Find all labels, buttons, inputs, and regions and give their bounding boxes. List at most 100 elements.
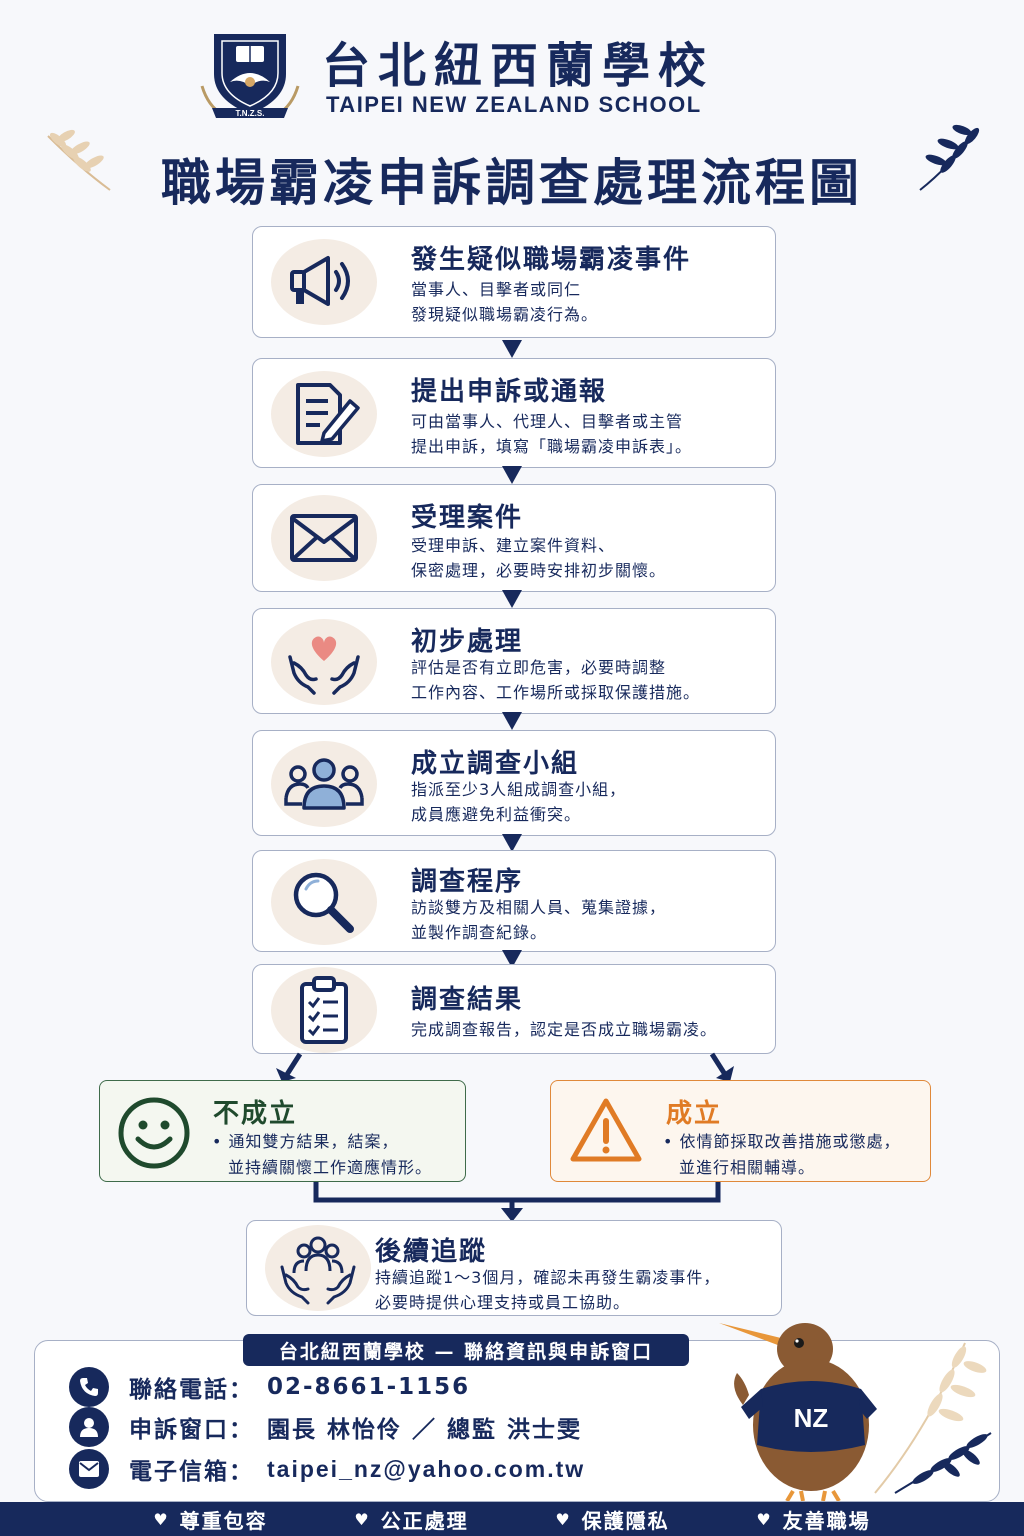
step-desc-line: 訪談雙方及相關人員、蒐集證據，: [411, 898, 667, 917]
step-desc-line: 提出申訴，填寫「職場霸凌申訴表」。: [411, 437, 693, 456]
flow-arrow: [502, 834, 522, 852]
step-accept: 受理案件 受理申訴、建立案件資料、 保密處理，必要時安排初步關懷。: [252, 484, 776, 592]
flow-arrow: [502, 950, 522, 968]
magnifier-icon: [293, 872, 354, 933]
warning-icon: [570, 1098, 642, 1162]
step-desc-line: 可由當事人、代理人、目擊者或主管: [411, 412, 684, 431]
outcome-title: 成立: [666, 1099, 723, 1129]
step-desc-line: 完成調查報告，認定是否成立職場霸凌。: [411, 1020, 718, 1039]
outcome-not-established: 不成立 • 通知雙方結果，結案， 並持續關懷工作適應情形。: [99, 1080, 466, 1182]
flow-arrow: [502, 340, 522, 358]
laurel-right-icon: [919, 124, 980, 191]
footer-value-item: ♥ 保護隱私: [555, 1505, 669, 1534]
heart-icon: ♥: [756, 1509, 773, 1529]
step-incident: 發生疑似職場霸凌事件 當事人、目擊者或同仁 發現疑似職場霸凌行為。: [252, 226, 776, 338]
step-title: 初步處理: [411, 627, 524, 657]
school-name-en: TAIPEI NEW ZEALAND SCHOOL: [326, 92, 702, 117]
step-desc: 可由當事人、代理人、目擊者或主管 提出申訴，填寫「職場霸凌申訴表」。: [411, 409, 692, 459]
smiley-icon: [118, 1097, 190, 1169]
heart-icon: ♥: [354, 1509, 371, 1529]
contact-row-phone: 聯絡電話： 02-8661-1156: [69, 1367, 470, 1407]
school-crest-icon: T.N.Z.S.: [200, 34, 300, 118]
step-desc: 訪談雙方及相關人員、蒐集證據， 並製作調查紀錄。: [411, 895, 666, 945]
footer-value-item: ♥ 尊重包容: [153, 1505, 267, 1534]
step-title: 後續追蹤: [375, 1237, 488, 1267]
school-name-zh: 台北紐西蘭學校: [322, 38, 715, 94]
step-desc: 評估是否有立即危害，必要時調整 工作內容、工作場所或採取保護措施。: [411, 655, 700, 705]
megaphone-icon: [290, 256, 350, 306]
leaf-decoration-icon: [874, 1342, 992, 1494]
outcome-desc-line: • 通知雙方結果，結案，: [212, 1132, 399, 1151]
outcome-desc: • 通知雙方結果，結案， 並持續關懷工作適應情形。: [212, 1129, 432, 1181]
contact-email-link[interactable]: taipei_nz@yahoo.com.tw: [267, 1455, 586, 1482]
flow-arrow: [502, 712, 522, 730]
footer-value-item: ♥ 公正處理: [354, 1505, 468, 1534]
step-desc-line: 持續追蹤1～3個月，確認未再發生霸凌事件，: [375, 1268, 721, 1287]
step-desc-line: 指派至少3人組成調查小組，: [411, 780, 627, 799]
contact-label: 聯絡電話：: [129, 1377, 254, 1403]
icon-circle: [271, 859, 377, 945]
header: T.N.Z.S. 台北紐西蘭學校 TAIPEI NEW ZEALAND SCHO…: [0, 0, 1024, 220]
document-pen-icon: [296, 383, 360, 445]
step-team: 成立調查小組 指派至少3人組成調查小組， 成員應避免利益衝突。: [252, 730, 776, 836]
care-group-icon: [280, 1236, 356, 1305]
step-desc-line: 評估是否有立即危害，必要時調整: [411, 658, 667, 677]
step-desc-line: 必要時提供心理支持或員工協助。: [375, 1293, 631, 1312]
footer-value-item: ♥ 友善職場: [756, 1505, 870, 1534]
step-title: 成立調查小組: [411, 749, 580, 779]
svg-text:T.N.Z.S.: T.N.Z.S.: [236, 109, 265, 118]
step-title: 調查結果: [411, 985, 524, 1015]
footer-value-label: 尊重包容: [179, 1508, 268, 1533]
flow-arrow: [502, 466, 522, 484]
icon-circle: [271, 371, 377, 457]
step-complaint: 提出申訴或通報 可由當事人、代理人、目擊者或主管 提出申訴，填寫「職場霸凌申訴表…: [252, 358, 776, 468]
kiwi-mascot-icon: NZ: [719, 1323, 877, 1501]
contact-row-email: 電子信箱： taipei_nz@yahoo.com.tw: [69, 1449, 585, 1489]
person-icon: [69, 1407, 109, 1447]
outcome-desc: • 依情節採取改善措施或懲處， 並進行相關輔導。: [663, 1129, 901, 1181]
heart-icon: ♥: [153, 1509, 170, 1529]
step-initial: 初步處理 評估是否有立即危害，必要時調整 工作內容、工作場所或採取保護措施。: [252, 608, 776, 714]
branch-arrows: [276, 1052, 734, 1222]
heart-icon: ♥: [555, 1509, 572, 1529]
phone-icon: [69, 1367, 109, 1407]
icon-circle: [271, 619, 377, 705]
outcome-desc-line: • 依情節採取改善措施或懲處，: [663, 1132, 901, 1151]
step-desc-line: 保密處理，必要時安排初步關懷。: [411, 561, 667, 580]
icon-circle: [271, 239, 377, 325]
icon-circle: [271, 741, 377, 827]
flow-arrow: [502, 590, 522, 608]
mascot-shirt-text: NZ: [794, 1403, 829, 1433]
contact-window-value: 園長 林怡伶 ／ 總監 洪士雯: [267, 1417, 583, 1443]
outcome-title: 不成立: [213, 1099, 298, 1129]
step-desc-line: 成員應避免利益衝突。: [411, 805, 582, 824]
page-title: 職場霸凌申訴調查處理流程圖: [161, 154, 863, 212]
step-result: 調查結果 完成調查報告，認定是否成立職場霸凌。: [252, 964, 776, 1054]
contact-phone-value[interactable]: 02-8661-1156: [267, 1374, 471, 1400]
envelope-icon: [290, 514, 358, 562]
heart-hands-icon: [288, 636, 360, 695]
mail-icon: [69, 1449, 109, 1489]
step-title: 調查程序: [411, 867, 524, 897]
footer-value-label: 友善職場: [782, 1508, 871, 1533]
outcome-desc-line: 並持續關懷工作適應情形。: [228, 1158, 433, 1177]
clipboard-icon: [300, 976, 348, 1044]
step-followup: 後續追蹤 持續追蹤1～3個月，確認未再發生霸凌事件， 必要時提供心理支持或員工協…: [246, 1220, 782, 1316]
outcome-desc-line: 並進行相關輔導。: [679, 1158, 816, 1177]
icon-circle: [271, 967, 377, 1053]
icon-circle: [265, 1225, 371, 1311]
step-desc: 持續追蹤1～3個月，確認未再發生霸凌事件， 必要時提供心理支持或員工協助。: [375, 1265, 720, 1315]
laurel-left-icon: [47, 129, 111, 191]
group-icon: [284, 758, 364, 810]
step-desc: 指派至少3人組成調查小組， 成員應避免利益衝突。: [411, 777, 626, 827]
step-desc-line: 工作內容、工作場所或採取保護措施。: [411, 683, 701, 702]
contact-label: 電子信箱：: [129, 1459, 254, 1485]
footer-value-label: 保護隱私: [581, 1508, 670, 1533]
footer-value-label: 公正處理: [380, 1508, 469, 1533]
icon-circle: [271, 495, 377, 581]
step-desc: 當事人、目擊者或同仁 發現疑似職場霸凌行為。: [411, 277, 598, 327]
contact-panel: NZ 聯絡電話： 02-8661-1156 申訴窗口： 園長 林怡伶 ／ 總監 …: [34, 1323, 1000, 1502]
outcome-established: 成立 • 依情節採取改善措施或懲處， 並進行相關輔導。: [550, 1080, 931, 1182]
footer-values: ♥ 尊重包容 ♥ 公正處理 ♥ 保護隱私 ♥ 友善職場: [0, 1502, 1024, 1536]
step-desc-line: 發現疑似職場霸凌行為。: [411, 305, 599, 324]
